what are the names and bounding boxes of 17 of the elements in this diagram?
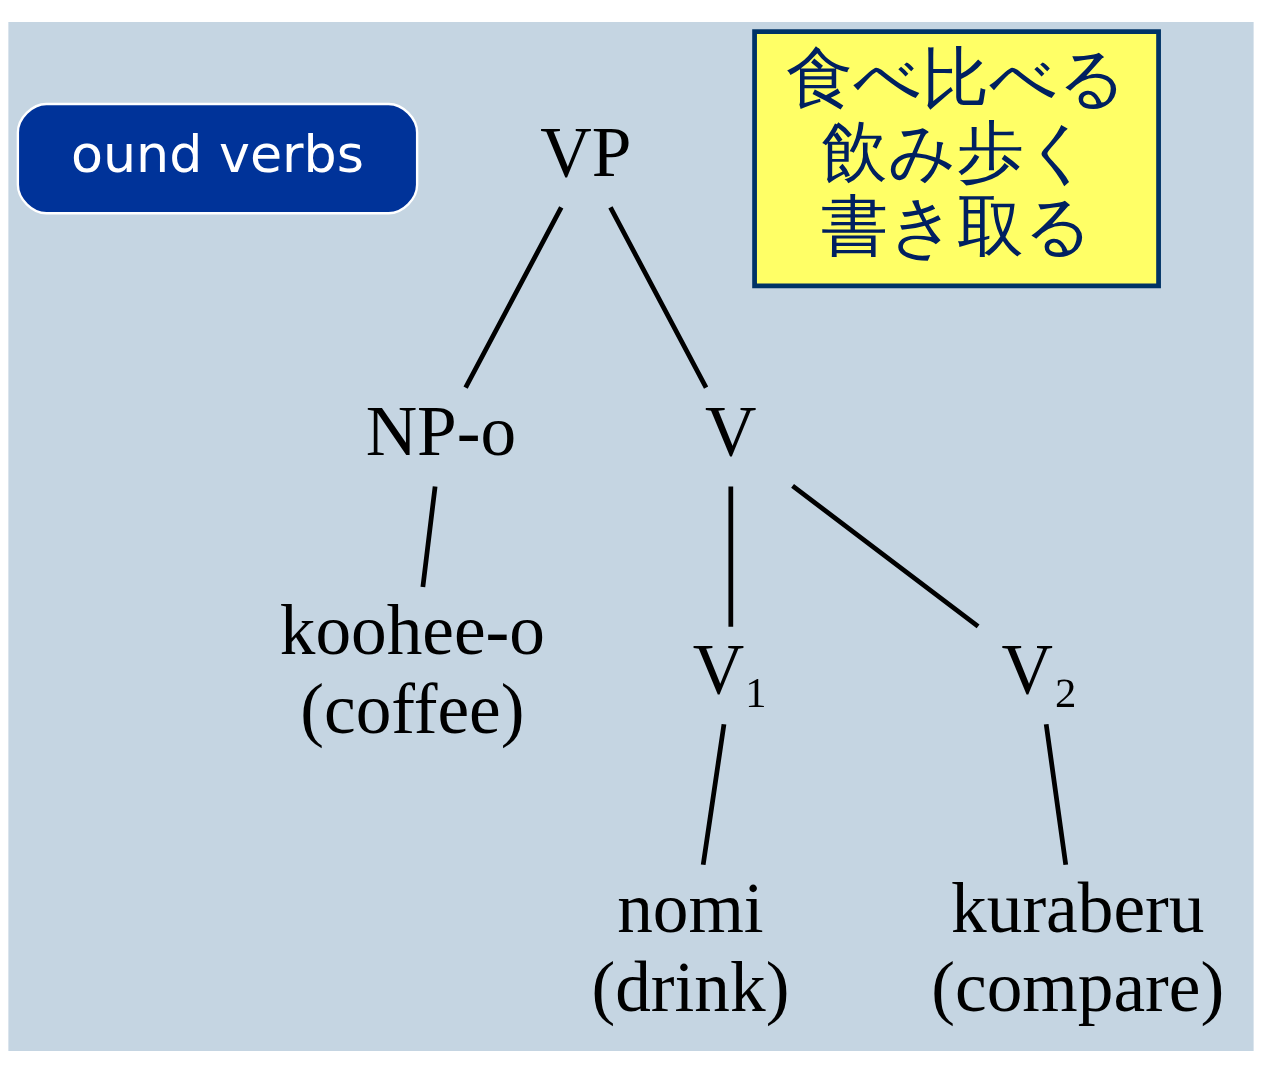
connector: [700, 723, 727, 866]
connector: [463, 206, 564, 389]
node-text: V₂: [1001, 629, 1078, 709]
node-text: VP: [540, 112, 632, 192]
connector: [728, 486, 734, 627]
node-text: nomi (drink): [591, 868, 790, 1026]
node-box: 食べ比べる 飲み歩く 書き取る: [752, 29, 1161, 289]
connector: [420, 486, 438, 588]
node-text: V₁: [692, 629, 769, 709]
node-text: V: [705, 390, 757, 470]
connector: [608, 206, 709, 389]
node-box: ound verbs: [16, 102, 419, 215]
node-text: kuraberu (compare): [931, 868, 1225, 1026]
node-text: NP-o: [365, 390, 517, 470]
node-text: koohee-o (coffee): [279, 590, 545, 748]
connector: [791, 484, 980, 629]
connector: [1043, 723, 1069, 866]
